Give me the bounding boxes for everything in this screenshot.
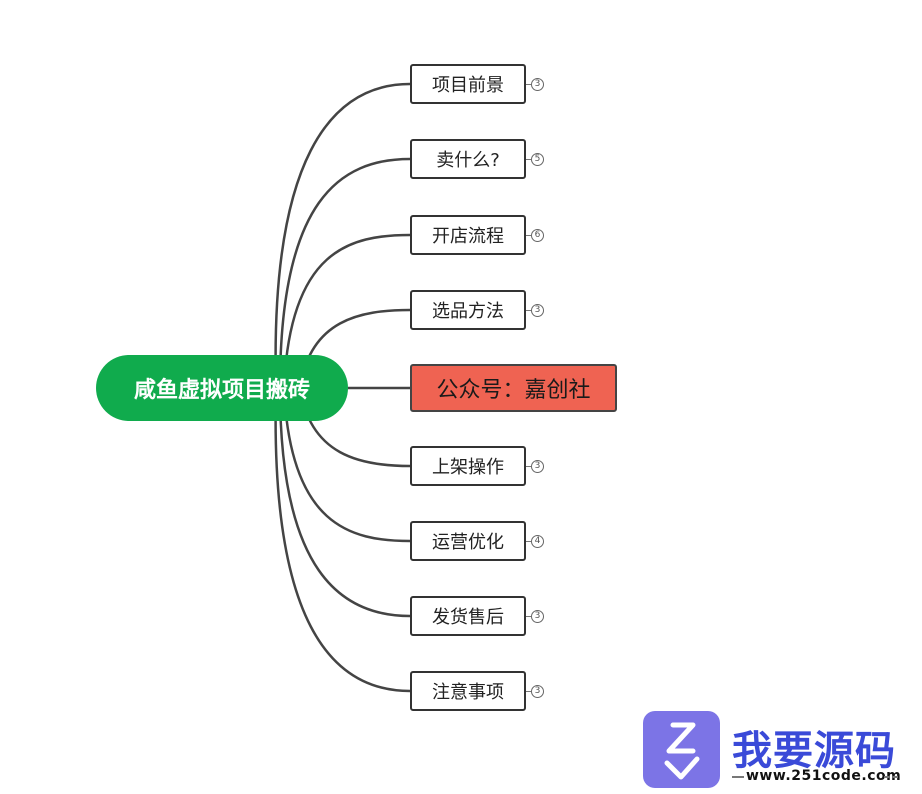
collapse-count-badge[interactable]: 3 — [531, 610, 544, 623]
connector — [526, 616, 531, 617]
watermark-url: www.251code.com — [746, 768, 902, 784]
watermark-dash — [732, 776, 744, 778]
connector — [526, 310, 531, 311]
watermark-title: 我要源码 — [732, 728, 896, 774]
topic-label: 发货售后 — [432, 607, 504, 628]
link-shop-process — [282, 233, 411, 389]
topic-label: 公众号：嘉创社 — [436, 378, 591, 403]
topic-product-selection[interactable]: 选品方法 — [410, 290, 526, 330]
topic-listing[interactable]: 上架操作 — [410, 446, 526, 486]
collapse-count-badge[interactable]: 3 — [531, 460, 544, 473]
root-topic-label: 咸鱼虚拟项目搬砖 — [133, 378, 310, 403]
topic-shop-process[interactable]: 开店流程 — [410, 215, 526, 255]
root-topic[interactable]: 咸鱼虚拟项目搬砖 — [96, 355, 348, 421]
watermark-dash — [884, 776, 898, 778]
topic-label: 上架操作 — [432, 457, 504, 478]
watermark-logo-icon — [643, 711, 720, 788]
topic-label: 卖什么? — [436, 150, 500, 171]
collapse-count-badge[interactable]: 5 — [531, 153, 544, 166]
link-what-to-sell — [278, 157, 411, 389]
collapse-count-badge[interactable]: 3 — [531, 78, 544, 91]
topic-label: 运营优化 — [432, 532, 504, 553]
topic-project-prospect[interactable]: 项目前景 — [410, 64, 526, 104]
connector — [526, 84, 531, 85]
collapse-count-badge[interactable]: 4 — [531, 535, 544, 548]
connector — [526, 541, 531, 542]
link-notes — [274, 387, 411, 693]
topic-label: 注意事项 — [432, 682, 504, 703]
connector — [526, 466, 531, 467]
topic-notes[interactable]: 注意事项 — [410, 671, 526, 711]
connector — [526, 235, 531, 236]
collapse-count-badge[interactable]: 3 — [531, 304, 544, 317]
topic-official-account[interactable]: 公众号：嘉创社 — [410, 364, 617, 412]
topic-label: 选品方法 — [432, 301, 504, 322]
topic-shipping-aftersales[interactable]: 发货售后 — [410, 596, 526, 636]
link-project-prospect — [274, 82, 411, 389]
topic-label: 开店流程 — [432, 226, 504, 247]
connector — [526, 691, 531, 692]
collapse-count-badge[interactable]: 6 — [531, 229, 544, 242]
topic-operation[interactable]: 运营优化 — [410, 521, 526, 561]
connector — [526, 159, 531, 160]
link-shipping — [278, 387, 411, 618]
topic-what-to-sell[interactable]: 卖什么? — [410, 139, 526, 179]
topic-label: 项目前景 — [432, 75, 504, 96]
link-operation — [282, 387, 411, 543]
collapse-count-badge[interactable]: 3 — [531, 685, 544, 698]
